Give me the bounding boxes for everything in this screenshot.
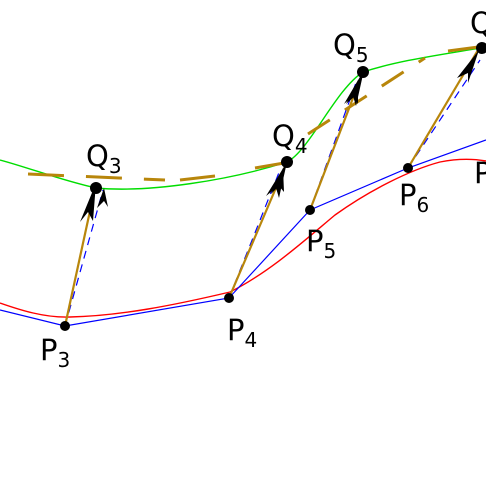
- point-p3: [60, 321, 70, 331]
- control-polygon: [0, 139, 486, 327]
- point-q4: [281, 156, 293, 168]
- label-p6: P6: [399, 178, 429, 217]
- arrowhead-4b: [271, 168, 284, 194]
- label-q6: Q: [470, 6, 486, 40]
- arrowhead-3: [80, 183, 96, 222]
- dashed-vector-6: [407, 59, 481, 169]
- arrowhead-6: [457, 50, 479, 83]
- label-p4: P4: [227, 313, 257, 352]
- point-q6: [476, 42, 486, 54]
- label-q3: Q3: [86, 139, 122, 178]
- point-q5: [357, 66, 369, 78]
- label-p7: P: [474, 156, 486, 190]
- tangent-segment-q3: [27, 172, 166, 182]
- arrowhead-3b: [97, 188, 108, 208]
- label-p3: P3: [40, 333, 70, 372]
- label-p5: P5: [306, 224, 336, 263]
- point-p5: [305, 205, 315, 215]
- curve-q: [0, 46, 486, 190]
- dashed-vector-3: [64, 189, 104, 327]
- label-q5: Q5: [333, 28, 369, 67]
- curve-p: [0, 158, 486, 318]
- arrowhead-5b: [346, 80, 358, 104]
- arrowheads: [80, 50, 479, 222]
- dashed-vector-5: [309, 79, 358, 211]
- tangent-segment-q4-left: [179, 174, 216, 182]
- point-p4: [224, 293, 234, 303]
- label-q4: Q4: [272, 119, 308, 158]
- tangent-segment-q5: [307, 56, 426, 136]
- point-q3: [90, 182, 102, 194]
- points: [60, 42, 486, 331]
- point-p6: [403, 163, 413, 173]
